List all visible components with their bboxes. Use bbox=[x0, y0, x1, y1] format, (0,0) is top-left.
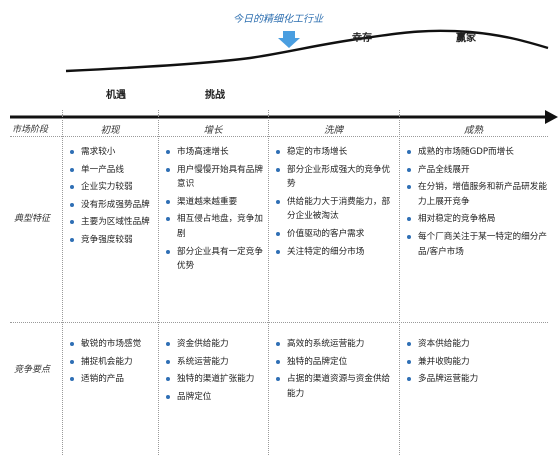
list-item: 独特的品牌定位 bbox=[276, 355, 396, 370]
list-item: 捕捉机会能力 bbox=[70, 355, 156, 370]
column-divider bbox=[158, 110, 159, 455]
bullet-icon bbox=[70, 150, 74, 154]
bullet-icon bbox=[70, 359, 74, 364]
column-header-growth: 增长 bbox=[203, 125, 223, 136]
top-note: 今日的精细化工行业 bbox=[233, 14, 323, 25]
bullet-icon bbox=[276, 167, 280, 172]
bullet-icon bbox=[407, 150, 411, 154]
bullet-icon bbox=[407, 359, 411, 364]
bullet-icon bbox=[276, 150, 280, 154]
list-item: 企业实力较弱 bbox=[70, 180, 156, 195]
bullet-icon bbox=[276, 359, 280, 364]
row-label-stage: 市场阶段 bbox=[12, 125, 49, 135]
column-divider bbox=[399, 110, 400, 455]
bullet-icon bbox=[166, 249, 170, 254]
bullet-icon bbox=[276, 249, 280, 254]
bullet-icon bbox=[166, 359, 170, 364]
column-header-shakeout: 洗牌 bbox=[323, 125, 343, 136]
competition-cell-emerging: 敏锐的市场感觉 捕捉机会能力 适销的产品 bbox=[70, 337, 156, 390]
list-item: 没有形成强势品牌 bbox=[70, 198, 156, 213]
bullet-icon bbox=[70, 220, 74, 225]
list-item: 渠道越来越重要 bbox=[166, 195, 266, 210]
bullet-icon bbox=[407, 377, 411, 382]
list-item: 主要为区域性品牌 bbox=[70, 215, 156, 230]
list-item: 价值驱动的客户需求 bbox=[276, 227, 396, 242]
list-item: 成熟的市场随GDP而增长 bbox=[407, 145, 547, 160]
list-item: 单一产品线 bbox=[70, 163, 156, 178]
bullet-icon bbox=[166, 342, 170, 346]
list-item: 高效的系统运营能力 bbox=[276, 337, 396, 352]
row-label-features: 典型特征 bbox=[14, 214, 51, 224]
bullet-icon bbox=[407, 217, 411, 222]
list-item: 关注特定的细分市场 bbox=[276, 245, 396, 260]
list-item: 稳定的市场增长 bbox=[276, 145, 396, 160]
lifecycle-curve bbox=[65, 29, 549, 73]
list-item: 多品牌运营能力 bbox=[407, 372, 547, 387]
list-item: 供给能力大于消费能力，部分企业被淘汰 bbox=[276, 195, 396, 224]
column-divider bbox=[62, 110, 63, 455]
list-item: 用户慢慢开始具有品牌意识 bbox=[166, 163, 266, 192]
column-header-mature: 成熟 bbox=[463, 125, 483, 136]
row-divider bbox=[10, 136, 548, 137]
list-item: 系统运营能力 bbox=[166, 355, 266, 370]
bullet-icon bbox=[407, 234, 411, 239]
list-item: 竞争强度较弱 bbox=[70, 233, 156, 248]
list-item: 占据的渠道资源与资金供给能力 bbox=[276, 372, 396, 401]
bullet-icon bbox=[166, 199, 170, 204]
bullet-icon bbox=[70, 342, 74, 346]
bullet-icon bbox=[70, 237, 74, 242]
bullet-icon bbox=[70, 185, 74, 190]
features-cell-emerging: 需求较小 单一产品线 企业实力较弱 没有形成强势品牌 主要为区域性品牌 竞争强度… bbox=[70, 145, 156, 251]
bullet-icon bbox=[166, 167, 170, 172]
phase-challenge: 挑战 bbox=[205, 90, 225, 101]
bullet-icon bbox=[407, 185, 411, 190]
list-item: 品牌定位 bbox=[166, 390, 266, 405]
list-item: 兼并收购能力 bbox=[407, 355, 547, 370]
list-item: 相互侵占地盘，竞争加剧 bbox=[166, 212, 266, 241]
features-cell-mature: 成熟的市场随GDP而增长 产品全线展开 在分销，增值服务和新产品研发能力上展开竞… bbox=[407, 145, 547, 262]
bullet-icon bbox=[276, 377, 280, 382]
bullet-icon bbox=[166, 217, 170, 222]
list-item: 市场高速增长 bbox=[166, 145, 266, 160]
list-item: 敏锐的市场感觉 bbox=[70, 337, 156, 352]
bullet-icon bbox=[70, 202, 74, 207]
list-item: 每个厂商关注于某一特定的细分产品/客户市场 bbox=[407, 230, 547, 259]
features-cell-growth: 市场高速增长 用户慢慢开始具有品牌意识 渠道越来越重要 相互侵占地盘，竞争加剧 … bbox=[166, 145, 266, 277]
competition-cell-shakeout: 高效的系统运营能力 独特的品牌定位 占据的渠道资源与资金供给能力 bbox=[276, 337, 396, 404]
list-item: 相对稳定的竞争格局 bbox=[407, 212, 547, 227]
list-item: 适销的产品 bbox=[70, 372, 156, 387]
bullet-icon bbox=[276, 199, 280, 204]
bullet-icon bbox=[276, 342, 280, 346]
row-divider bbox=[10, 322, 548, 323]
competition-cell-growth: 资金供给能力 系统运营能力 独特的渠道扩张能力 品牌定位 bbox=[166, 337, 266, 407]
list-item: 需求较小 bbox=[70, 145, 156, 160]
bullet-icon bbox=[166, 377, 170, 382]
phase-win: 赢家 bbox=[456, 33, 476, 44]
down-arrow-icon bbox=[278, 31, 300, 48]
list-item: 资金供给能力 bbox=[166, 337, 266, 352]
list-item: 部分企业具有一定竞争优势 bbox=[166, 245, 266, 274]
list-item: 在分销，增值服务和新产品研发能力上展开竞争 bbox=[407, 180, 547, 209]
column-divider bbox=[268, 110, 269, 455]
bullet-icon bbox=[70, 377, 74, 382]
bullet-icon bbox=[166, 394, 170, 399]
list-item: 产品全线展开 bbox=[407, 163, 547, 178]
bullet-icon bbox=[407, 167, 411, 172]
bullet-icon bbox=[166, 150, 170, 154]
list-item: 部分企业形成强大的竞争优势 bbox=[276, 163, 396, 192]
bullet-icon bbox=[276, 231, 280, 236]
timeline-arrowhead-icon bbox=[545, 110, 558, 124]
row-label-competition: 竞争要点 bbox=[14, 365, 51, 375]
list-item: 独特的渠道扩张能力 bbox=[166, 372, 266, 387]
phase-survive: 幸存 bbox=[352, 33, 372, 44]
phase-opportunity: 机遇 bbox=[106, 90, 126, 101]
column-header-emerging: 初现 bbox=[100, 125, 120, 136]
list-item: 资本供给能力 bbox=[407, 337, 547, 352]
bullet-icon bbox=[407, 342, 411, 346]
features-cell-shakeout: 稳定的市场增长 部分企业形成强大的竞争优势 供给能力大于消费能力，部分企业被淘汰… bbox=[276, 145, 396, 262]
bullet-icon bbox=[70, 167, 74, 172]
competition-cell-mature: 资本供给能力 兼并收购能力 多品牌运营能力 bbox=[407, 337, 547, 390]
